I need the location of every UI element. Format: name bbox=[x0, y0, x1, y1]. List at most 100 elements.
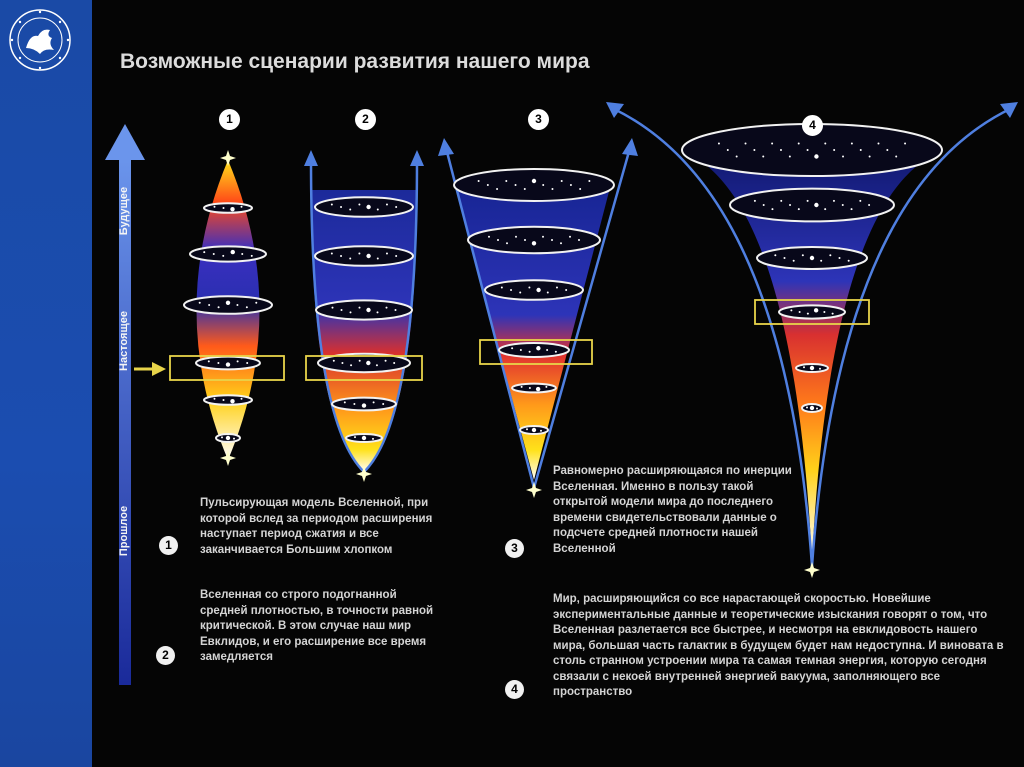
sidebar bbox=[0, 0, 92, 767]
time-axis-arrow bbox=[105, 124, 145, 685]
scenario-2-marker: 2 bbox=[355, 109, 376, 130]
star-dot bbox=[213, 205, 216, 208]
scenario-1-marker: 1 bbox=[219, 109, 240, 130]
present-frame bbox=[169, 355, 285, 381]
star-dot bbox=[814, 202, 819, 208]
scenario-2-number: 2 bbox=[156, 646, 175, 665]
star-dot bbox=[511, 347, 514, 350]
star-dot bbox=[528, 387, 531, 389]
star-dot bbox=[762, 204, 765, 206]
star-dot bbox=[540, 429, 542, 432]
axis-label-future: Будущее bbox=[118, 186, 130, 236]
star-dot bbox=[505, 180, 508, 182]
star-dot bbox=[496, 188, 499, 190]
star-dot bbox=[207, 360, 210, 363]
star-dot bbox=[565, 289, 568, 291]
star-dot bbox=[803, 366, 805, 369]
star-dot bbox=[806, 312, 809, 315]
star-dot bbox=[349, 311, 352, 314]
star-dot bbox=[236, 360, 239, 363]
star-dot bbox=[519, 349, 522, 351]
scenario-2-description: Вселенная со строго подогнанной средней … bbox=[200, 589, 434, 663]
star-dot bbox=[255, 301, 258, 304]
present-frame bbox=[754, 299, 870, 325]
star-dot bbox=[376, 311, 379, 314]
star-dot bbox=[528, 350, 531, 353]
star-dot bbox=[382, 403, 385, 405]
star-dot bbox=[771, 208, 774, 211]
star-dot bbox=[385, 306, 388, 309]
star-dot bbox=[395, 255, 398, 257]
star-dot bbox=[833, 149, 836, 151]
star-dot bbox=[230, 249, 235, 255]
star-dot bbox=[236, 304, 239, 306]
star-dot bbox=[506, 242, 508, 245]
star-dot bbox=[531, 427, 537, 433]
star-dot bbox=[554, 350, 557, 353]
star-dot bbox=[868, 204, 871, 206]
scenario-3-number: 3 bbox=[505, 539, 524, 558]
star-dot bbox=[528, 286, 531, 289]
star-dot bbox=[477, 180, 480, 182]
star-dot bbox=[230, 207, 235, 212]
scenario-1-description: Пульсирующая модель Вселенной, при котор… bbox=[200, 497, 433, 556]
star-dot bbox=[385, 252, 388, 255]
star-dot bbox=[551, 188, 554, 190]
star-dot bbox=[213, 397, 216, 400]
star-dot bbox=[208, 304, 211, 306]
star-dot bbox=[829, 254, 832, 257]
star-dot bbox=[225, 300, 231, 305]
star-dot bbox=[375, 364, 378, 367]
star-dot bbox=[331, 306, 334, 309]
galaxy-ring bbox=[467, 225, 601, 255]
star-dot bbox=[514, 184, 517, 186]
star-dot bbox=[240, 397, 243, 400]
star-dot bbox=[717, 142, 720, 145]
star-dot bbox=[779, 149, 782, 151]
star-dot bbox=[809, 255, 815, 261]
galaxy-ring bbox=[315, 299, 413, 321]
star-dot bbox=[198, 301, 201, 304]
star-dot bbox=[789, 204, 792, 206]
present-pointer-icon bbox=[134, 362, 166, 376]
star-dot bbox=[376, 257, 379, 260]
star-dot bbox=[372, 437, 374, 440]
big-bang-star-icon bbox=[220, 150, 236, 166]
star-dot bbox=[535, 386, 541, 392]
star-dot bbox=[330, 252, 333, 255]
star-dot bbox=[366, 307, 371, 313]
star-dot bbox=[774, 254, 777, 257]
scenario-4-description: Мир, расширяющийся со все нарастающей ск… bbox=[553, 593, 1004, 698]
star-dot bbox=[813, 308, 819, 313]
star-dot bbox=[792, 259, 795, 262]
big-bang-star-icon bbox=[526, 482, 542, 498]
star-dot bbox=[546, 349, 549, 351]
star-dot bbox=[560, 242, 562, 245]
star-dot bbox=[842, 155, 845, 158]
star-dot bbox=[797, 208, 800, 211]
star-dot bbox=[230, 399, 235, 404]
star-dot bbox=[221, 436, 223, 439]
star-dot bbox=[824, 208, 827, 211]
galaxy-ring bbox=[484, 279, 584, 301]
star-dot bbox=[358, 359, 361, 362]
present-frame bbox=[305, 355, 423, 381]
star-dot bbox=[354, 436, 356, 439]
star-dot bbox=[816, 407, 818, 410]
star-dot bbox=[225, 435, 231, 441]
star-dot bbox=[806, 406, 808, 409]
star-dot bbox=[783, 257, 786, 259]
star-dot bbox=[569, 235, 571, 238]
star-dot bbox=[394, 309, 397, 311]
star-dot bbox=[823, 311, 826, 313]
star-dot bbox=[788, 155, 791, 158]
scenario-3-graphic bbox=[438, 138, 638, 498]
star-dot bbox=[838, 257, 841, 259]
scenario-4-number: 4 bbox=[505, 680, 524, 699]
star-dot bbox=[753, 199, 756, 202]
star-dot bbox=[546, 291, 549, 294]
star-dot bbox=[520, 385, 523, 388]
galaxy-ring bbox=[203, 394, 253, 406]
